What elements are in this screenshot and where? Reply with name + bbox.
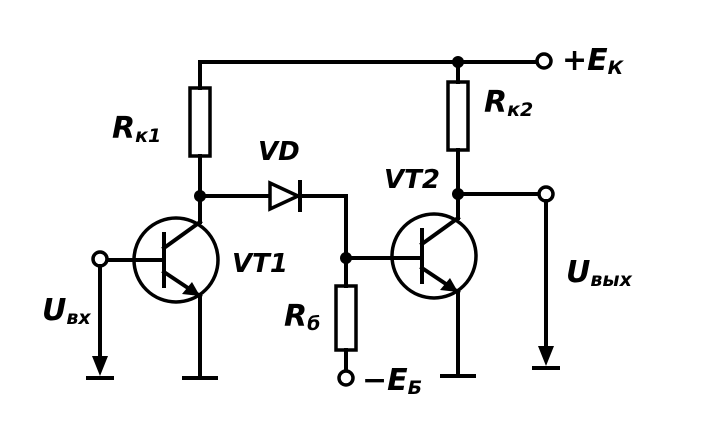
resistor-rb [334, 284, 358, 387]
label-uout: Uвых [566, 255, 633, 291]
transistor-vt1 [104, 194, 220, 380]
output-terminal [537, 185, 555, 203]
label-vd: VD [258, 137, 300, 167]
input-terminal [86, 250, 114, 380]
rail-junction [452, 56, 464, 68]
label-rk2: Rк2 [484, 85, 533, 121]
label-uin: Uвх [42, 293, 91, 329]
label-vt1: VT1 [232, 249, 288, 279]
ek-terminal [535, 52, 553, 70]
label-rb: Rб [284, 299, 320, 335]
diode-vd [268, 180, 303, 212]
output-node [452, 185, 560, 370]
transistor-vt2 [390, 192, 478, 378]
resistor-rk1 [188, 86, 212, 198]
resistor-rk2 [446, 80, 470, 196]
supply-rail [198, 52, 553, 90]
label-ek: +EК [562, 43, 625, 79]
label-eb: −EБ [362, 363, 422, 399]
vt2-base-node [340, 252, 420, 288]
label-vt2: VT2 [384, 165, 440, 195]
label-rk1: Rк1 [112, 111, 161, 147]
eb-terminal [337, 369, 355, 387]
